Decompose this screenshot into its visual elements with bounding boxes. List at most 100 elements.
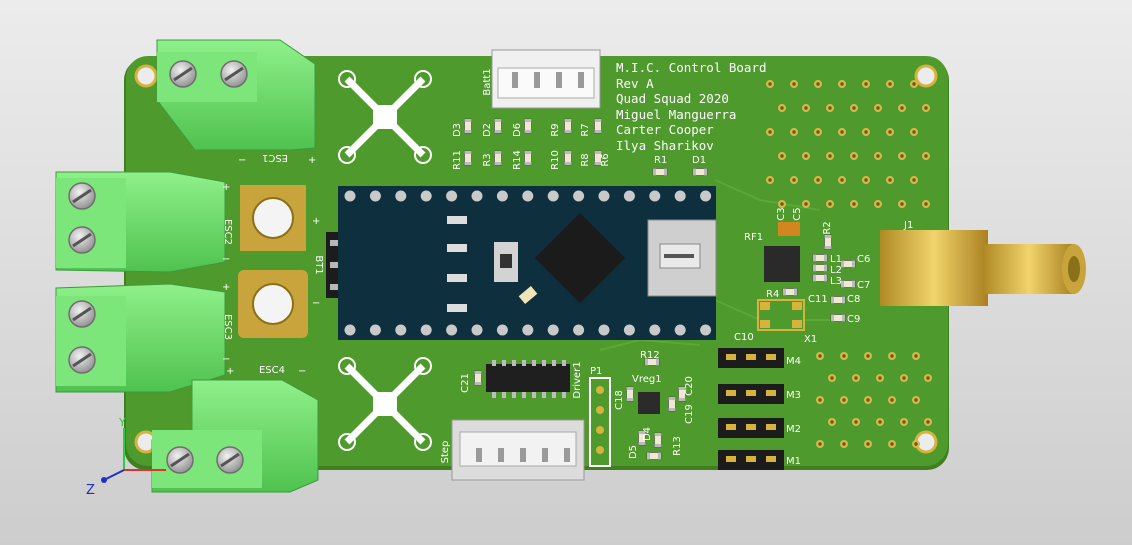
- nano-header-pin: [395, 190, 407, 202]
- label-x1: X1: [804, 334, 817, 345]
- via: [790, 80, 798, 88]
- driver-ic-pin: [492, 392, 496, 398]
- nano-header-pin: [344, 324, 356, 336]
- esc4-minus: −: [298, 366, 306, 377]
- label-d4: D4: [642, 427, 653, 441]
- driver-ic-pin: [532, 360, 536, 366]
- axis-triad: [101, 428, 166, 483]
- via: [862, 80, 870, 88]
- via: [862, 128, 870, 136]
- label-r1: R1: [654, 155, 667, 166]
- via: [814, 176, 822, 184]
- via: [816, 396, 824, 404]
- label-d6: D6: [512, 123, 523, 137]
- label-r3: R3: [482, 153, 493, 166]
- esc4-terminal: [151, 379, 319, 493]
- nano-header-pin: [369, 190, 381, 202]
- via: [840, 396, 848, 404]
- via: [898, 104, 906, 112]
- via: [778, 152, 786, 160]
- nano-header-pin: [547, 190, 559, 202]
- via: [766, 176, 774, 184]
- label-l1: L1: [830, 254, 842, 265]
- label-r4: R4: [766, 289, 779, 300]
- label-c3: C3: [776, 207, 787, 220]
- nano-header-pin: [649, 324, 661, 336]
- via: [910, 80, 918, 88]
- esc1-plus: +: [308, 155, 316, 166]
- nano-header-pin: [573, 324, 585, 336]
- label-c6: C6: [857, 254, 870, 265]
- label-c5: C5: [792, 207, 803, 220]
- via: [826, 104, 834, 112]
- label-r11: R11: [452, 150, 463, 170]
- esc4-label: ESC4: [259, 365, 285, 376]
- esc3-plus: +: [222, 282, 230, 293]
- via: [888, 352, 896, 360]
- driver-ic-pin: [552, 360, 556, 366]
- via: [886, 176, 894, 184]
- driver-ic-pin: [522, 360, 526, 366]
- label-c19: C19: [684, 404, 695, 424]
- via: [922, 152, 930, 160]
- axis-z-label: Z: [86, 483, 95, 498]
- board-author-1: Miguel Manguerra: [616, 107, 736, 122]
- via: [766, 128, 774, 136]
- label-r6: R6: [600, 153, 611, 166]
- nano-header-pin: [420, 324, 432, 336]
- driver-ic-pin: [512, 360, 516, 366]
- nano-header-pin: [522, 190, 534, 202]
- nano-header-pin: [496, 324, 508, 336]
- nano-header-pin: [369, 324, 381, 336]
- label-r12: R12: [640, 350, 660, 361]
- driver-ic-pin: [512, 392, 516, 398]
- via: [888, 440, 896, 448]
- nano-header-pin: [623, 324, 635, 336]
- label-driver1: Driver1: [572, 361, 583, 398]
- label-c20: C20: [684, 376, 695, 396]
- via: [852, 374, 860, 382]
- label-r7: R7: [580, 123, 591, 136]
- label-m4: M4: [786, 356, 801, 367]
- label-j1: J1: [903, 220, 913, 231]
- driver-ic-pin: [492, 360, 496, 366]
- nano-header-pin: [674, 190, 686, 202]
- via: [912, 440, 920, 448]
- nano-header-pin: [623, 190, 635, 202]
- label-m1: M1: [786, 456, 801, 467]
- esc2-label: ESC2: [222, 219, 233, 245]
- mounting-hole: [914, 64, 938, 88]
- via: [910, 128, 918, 136]
- via: [876, 374, 884, 382]
- nano-header-pin: [496, 190, 508, 202]
- label-l2: L2: [830, 265, 842, 276]
- via: [828, 374, 836, 382]
- step-connector: [451, 419, 585, 481]
- nano-header-pin: [700, 324, 712, 336]
- label-r14: R14: [512, 150, 523, 170]
- via: [864, 352, 872, 360]
- label-r13: R13: [672, 436, 683, 456]
- via: [802, 104, 810, 112]
- via: [886, 128, 894, 136]
- via: [912, 396, 920, 404]
- label-p1: P1: [590, 366, 602, 377]
- via: [838, 176, 846, 184]
- via: [900, 374, 908, 382]
- via: [828, 418, 836, 426]
- label-d3: D3: [452, 123, 463, 137]
- esc1-label: ESC1: [262, 152, 288, 163]
- rf-section: [757, 222, 856, 331]
- label-m3: M3: [786, 390, 801, 401]
- nano-header-pin: [471, 324, 483, 336]
- nano-header-pin: [446, 190, 458, 202]
- esc2-plus: +: [222, 182, 230, 193]
- driver-section: [474, 358, 686, 467]
- via: [814, 128, 822, 136]
- via: [814, 80, 822, 88]
- label-c9: C9: [847, 314, 860, 325]
- nano-header-pin: [344, 190, 356, 202]
- driver-ic-pin: [522, 392, 526, 398]
- via: [790, 176, 798, 184]
